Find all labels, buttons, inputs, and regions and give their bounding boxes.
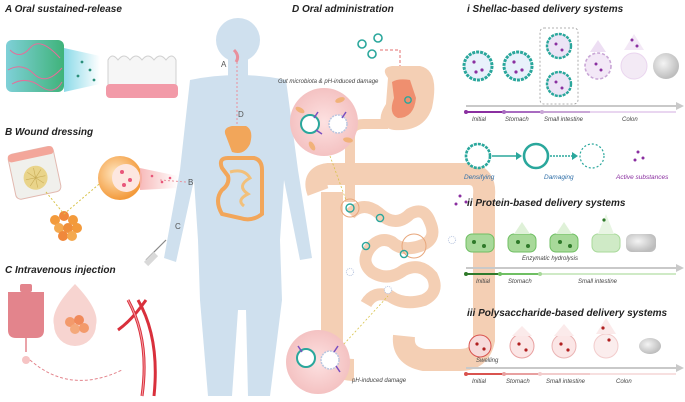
body-letter-b: B: [188, 178, 194, 187]
human-body: [143, 18, 312, 396]
protein-graphic: [464, 214, 684, 276]
body-letter-d: D: [238, 110, 244, 119]
panel-d-graphic: [286, 33, 496, 394]
panel-b-title: B Wound dressing: [5, 127, 94, 138]
d-stomach-inner: [391, 79, 416, 118]
hydrogel-block: [6, 40, 64, 92]
zoom-gut-microbiota: [290, 88, 358, 156]
small-intestine-highlight: [539, 27, 579, 105]
teeth-icon: [107, 55, 177, 89]
protein-stage-initial: Initial: [476, 279, 491, 285]
release-beam: [64, 48, 100, 92]
densifying-icon: [464, 142, 492, 170]
body-letter-c: C: [175, 222, 181, 231]
protein-note: Enzymatic hydrolysis: [522, 256, 579, 262]
legend-densifying: Densifying: [464, 174, 495, 181]
drop-icon: [53, 284, 97, 346]
gum-icon: [106, 84, 178, 98]
protein-stage-stomach: Stomach: [508, 279, 532, 285]
panel-c-title: C Intravenous injection: [5, 265, 116, 276]
panel-d-title: D Oral administration: [292, 4, 394, 15]
shellac-stage-colon: Colon: [622, 117, 638, 123]
shellac-graphic: [462, 27, 684, 170]
legend-damaging: Damaging: [544, 174, 574, 181]
stomach-icon: [224, 126, 252, 153]
poly-stage-stomach: Stomach: [506, 379, 530, 385]
blood-vessel: [117, 299, 157, 397]
active-substance-icon: [636, 150, 640, 154]
poly-stage-small-intestine: Small intestine: [546, 379, 586, 385]
body-letter-a: A: [221, 60, 227, 69]
gut-damage-label: Gut microbiota & pH-induced damage: [278, 79, 379, 85]
panel-b-graphic: [7, 145, 178, 241]
poly-stage-initial: Initial: [472, 379, 487, 385]
iv-bag-icon: [8, 292, 44, 338]
zoom-ph-damage: [286, 330, 350, 394]
protein-title: ii Protein-based delivery systems: [467, 198, 626, 209]
intestine-icon: [216, 156, 264, 222]
shellac-title: i Shellac-based delivery systems: [467, 4, 624, 15]
panel-a-graphic: [6, 40, 178, 98]
poly-title: iii Polysaccharide-based delivery system…: [467, 308, 668, 319]
shellac-stage-small-intestine: Small intestine: [544, 117, 584, 123]
panel-a-title: A Oral sustained-release: [5, 4, 122, 15]
poly-note: Swelling: [476, 358, 499, 364]
shellac-stage-initial: Initial: [472, 117, 487, 123]
legend-active-substances: Active substances: [616, 174, 669, 181]
poly-graphic: [464, 318, 684, 376]
damaging-icon: [522, 142, 550, 170]
particle-cluster: [50, 211, 82, 241]
panel-c-graphic: [8, 284, 157, 397]
shellac-stage-stomach: Stomach: [505, 117, 529, 123]
d-small-intestine: [345, 201, 441, 309]
ph-damage-label: pH-induced damage: [352, 378, 407, 384]
protein-stage-small-intestine: Small intestine: [578, 279, 618, 285]
poly-stage-colon: Colon: [616, 379, 632, 385]
